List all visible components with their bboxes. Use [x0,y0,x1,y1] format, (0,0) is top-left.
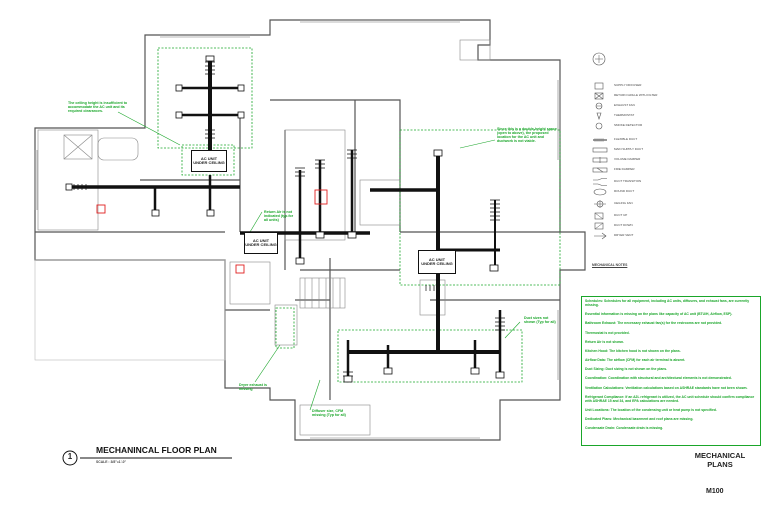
legend-item: CEILING FAN [592,200,762,209]
review-comment: Return Air is not shown. [585,339,625,344]
legend-label: ROUND DUCT [614,189,635,193]
legend-label: FIRE DAMPER [614,167,635,171]
legend-item: DUCT UP [592,212,762,221]
legend-symbol-icon [593,188,607,196]
sheet-title-line1: MECHANICAL [694,451,746,460]
legend-item: ROUND DUCT [592,188,762,197]
drawing-title: MECHANINCAL FLOOR PLAN [96,445,217,455]
legend-item: FLEXIBLE DUCT [592,136,762,145]
note-return-air: Return Air is not indicated (typ.for all… [264,210,294,223]
legend-symbol-icon [594,232,607,240]
legend-label: CEILING FAN [614,201,633,205]
legend-symbol-icon [592,147,608,153]
review-comment: Thermostat is not provided. [585,330,630,335]
review-comment: Condensate Drain: Condensate drain is mi… [585,426,664,431]
legend-symbol-icon [596,112,602,120]
review-comment: Airflow Data: The airflow (CFM) for each… [585,358,686,363]
legend-symbol-icon [595,122,603,130]
review-comment: Essential information is missing on the … [585,312,733,317]
legend-label: RETURN GRILLE WITH FILTER [614,93,658,97]
legend-symbol-icon [594,92,604,100]
sheet-title: MECHANICAL PLANS [690,451,750,469]
ac-unit-label: AC UNIT [200,155,218,161]
legend-item: SUPPLY DIFFUSER [592,82,762,91]
ac-unit-label: AC UNIT [428,256,446,262]
legend-label: EXHAUST FAN [614,103,635,107]
sheet-title-line2: PLANS [707,459,733,469]
legend-item: DUCT TRANSITION [592,178,762,187]
review-comment: Ventilation Calculations: Ventilation ca… [585,385,748,390]
note-duct-sizes: Duct sizes not shown (Typ for all) [524,316,556,325]
legend-label: DUCT DOWN [614,223,633,227]
legend-label: DRYER VENT [614,233,634,237]
sheet-number: M100 [706,488,724,495]
legend-item: FIRE DAMPER [592,166,762,175]
ac-unit-label: AC UNIT [252,237,270,243]
legend-label: DUCT UP [614,213,628,217]
legend-symbol-icon [594,200,606,208]
ac-unit-sublabel: UNDER CEILING [421,261,453,266]
legend-symbol-icon [594,222,604,230]
note-dryer-exhaust: Dryer exhaust is missing [239,383,267,392]
review-comment: Coordination: Coordination with structur… [585,376,732,381]
note-double-height: Since this is a double-height space (ope… [497,127,557,144]
legend-label: FLEXIBLE DUCT [614,137,638,141]
legend-item: DRYER VENT [592,232,762,241]
review-comment: Refrigerant Compliance: If an A2L refrig… [585,394,755,403]
review-comment: Dedicated Plans: Mechanical basement and… [585,417,694,422]
legend-label: DUCT TRANSITION [614,179,642,183]
legend-symbol-icon [592,167,608,173]
note-ceiling-height: The ceiling height is insufficient to ac… [68,101,128,114]
legend-item: VOLUME DAMPER [592,156,762,165]
review-comments-box: Schedules: Schedules for all equipment, … [581,296,761,446]
leader-lines [117,111,521,411]
legend-label: VOLUME DAMPER [614,157,641,161]
legend-symbol-icon [593,178,607,186]
legend-item: THERMOSTAT [592,112,762,121]
legend-symbol-icon [594,212,604,220]
note-diffuser-size: Diffuser size, CFM missing (Typ for all) [312,409,346,418]
legend-item: DUCT DOWN [592,222,762,231]
review-comment: Bathroom Exhaust: The necessary exhaust … [585,321,723,326]
red-fixtures [96,189,328,274]
flexible-ducts [73,61,505,377]
legend-symbol-icon [595,102,603,110]
legend-item: MAIN SUPPLY DUCT [592,146,762,155]
legend-symbol-grille [592,52,606,66]
interior-partitions [34,39,491,436]
review-comment: Duct Sizing: Duct sizing is not shown on… [585,367,668,372]
legend-label: SUPPLY DIFFUSER [614,83,642,87]
ac-unit-upper: AC UNIT UNDER CEILING [191,150,227,172]
detail-number: 1 [67,452,73,461]
ac-unit-right: AC UNIT UNDER CEILING [418,250,456,274]
legend-symbol-icon [594,82,604,90]
legend-item: RETURN GRILLE WITH FILTER [592,92,762,101]
ac-unit-sublabel: UNDER CEILING [245,242,277,247]
ac-unit-sublabel: UNDER CEILING [193,160,225,165]
detail-bubble [62,450,232,466]
legend-label: THERMOSTAT [614,113,635,117]
review-comment: Schedules: Schedules for all equipment, … [585,299,750,308]
legend-item: EXHAUST FAN [592,102,762,111]
legend-symbol-icon [593,138,607,142]
review-comment: Kitchen Hood: The kitchen hood is not sh… [585,348,681,353]
legend-label: MAIN SUPPLY DUCT [614,147,644,151]
windows [34,19,561,441]
legend-item: SMOKE DETECTOR [592,122,762,131]
drawing-scale: SCALE : 3/8"=1'-0" [96,460,127,464]
legend-label: SMOKE DETECTOR [614,123,643,127]
legend-notes-heading: MECHANICAL NOTES [592,263,628,267]
review-comment: Unit Locations: The location of the cond… [585,408,717,413]
ac-unit-middle: AC UNIT UNDER CEILING [244,232,278,254]
legend-symbol-icon [592,157,608,163]
supply-diffusers [65,55,505,383]
